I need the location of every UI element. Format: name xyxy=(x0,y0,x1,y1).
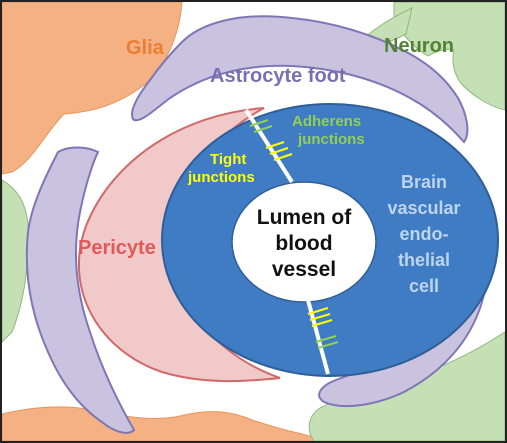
astrocyte-foot-label: Astrocyte foot xyxy=(210,65,346,87)
endothelial-label-line1: Brain xyxy=(401,172,447,192)
adherens-junctions-label-line1: Adherens xyxy=(292,113,361,130)
tight-junctions-label-line1: Tight xyxy=(210,151,246,168)
glia-label: Glia xyxy=(126,37,165,59)
glia-shape-bottom xyxy=(2,407,332,441)
endothelial-label-line2: vascular xyxy=(387,198,460,218)
neuron-shape-left xyxy=(2,180,28,342)
lumen-label-line3: vessel xyxy=(272,258,336,281)
pericyte-label: Pericyte xyxy=(78,237,156,259)
endothelial-label-line4: thelial xyxy=(398,250,450,270)
endothelial-label-line5: cell xyxy=(409,276,439,296)
endothelial-label-line3: endo- xyxy=(400,224,449,244)
lumen-label-line1: Lumen of xyxy=(257,206,352,229)
lumen-label-line2: blood xyxy=(275,232,332,255)
neuron-label: Neuron xyxy=(384,35,454,57)
adherens-junctions-label-line2: junctions xyxy=(297,131,365,148)
tight-junctions-label-line2: junctions xyxy=(187,169,255,186)
